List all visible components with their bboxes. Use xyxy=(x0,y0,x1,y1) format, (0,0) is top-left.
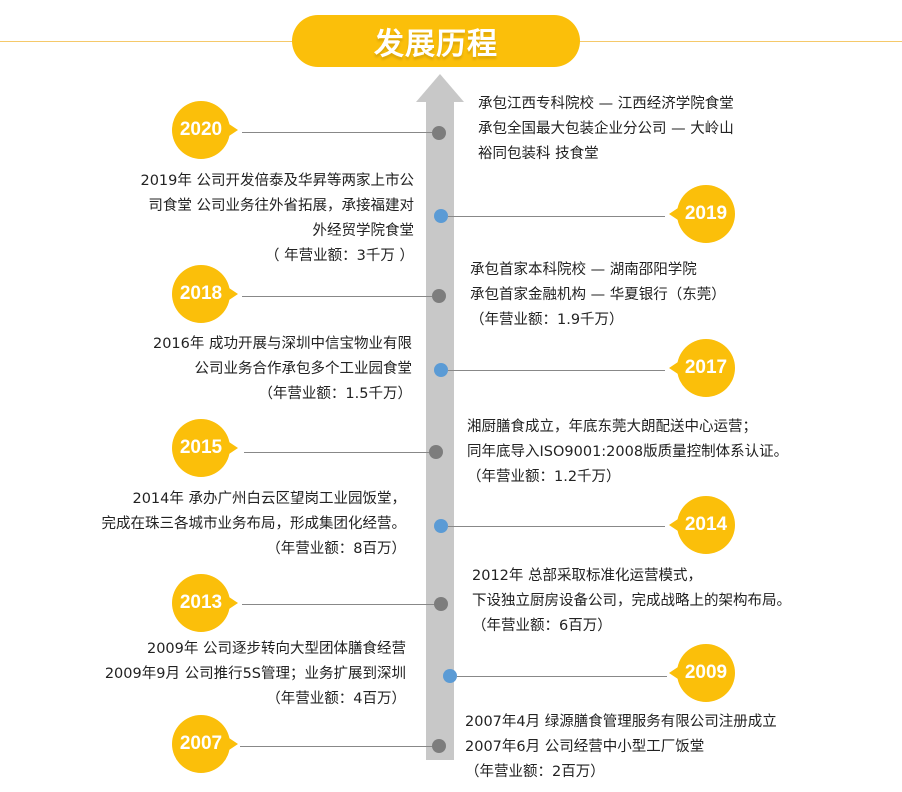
event-line: 司食堂 公司业务往外省拓展，承接福建对 xyxy=(148,198,414,214)
page-title: 发展历程 xyxy=(374,27,498,62)
year-badge-2009: 2009 xyxy=(669,644,735,702)
timeline-dot xyxy=(432,739,446,753)
event-line: （年营业额：1.2千万） xyxy=(467,469,621,485)
event-description-2009: 2009年 公司逐步转向大型团体膳食经营 2009年9月 公司推行5S管理；业务扩… xyxy=(105,637,406,712)
event-line: 2009年9月 公司推行5S管理；业务扩展到深圳 xyxy=(104,666,406,682)
event-description-2018: 承包首家本科院校 — 湖南邵阳学院承包首家金融机构 — 华夏银行（东莞） （年营业… xyxy=(470,258,726,333)
event-line: 2019年 公司开发倍泰及华昇等两家上市公 xyxy=(140,173,414,189)
event-description-2017: 2016年 成功开展与深圳中信宝物业有限公司业务合作承包多个工业园食堂 （年营业额… xyxy=(153,332,412,407)
event-description-2014: 2014年 承办广州白云区望岗工业园饭堂， 完成在珠三各城市业务布局，形成集团化经… xyxy=(102,487,407,562)
event-line: 下设独立厨房设备公司，完成战略上的架构布局。 xyxy=(472,593,791,609)
year-badge-2007: 2007 xyxy=(172,715,238,773)
event-line: （年营业额：6百万） xyxy=(472,618,612,634)
event-line: 承包首家本科院校 — 湖南邵阳学院 xyxy=(470,262,697,278)
year-badge-2020: 2020 xyxy=(172,101,238,159)
connector-line xyxy=(242,132,432,133)
timeline-dot xyxy=(443,669,457,683)
connector-line xyxy=(457,676,667,677)
timeline-dot xyxy=(434,597,448,611)
event-line: （年营业额：1.5千万） xyxy=(258,386,412,402)
event-line: 2016年 成功开展与深圳中信宝物业有限 xyxy=(152,336,412,352)
timeline-dot xyxy=(429,445,443,459)
year-badge-2017: 2017 xyxy=(669,339,735,397)
event-line: 2009年 公司逐步转向大型团体膳食经营 xyxy=(146,641,406,657)
event-line: （年营业额：8百万） xyxy=(266,541,406,557)
connector-line xyxy=(242,604,435,605)
timeline-dot xyxy=(434,209,448,223)
event-line: 承包江西专科院校 — 江西经济学院食堂 xyxy=(478,96,734,112)
connector-line xyxy=(448,216,665,217)
event-line: 完成在珠三各城市业务布局，形成集团化经营。 xyxy=(101,516,407,532)
event-line: 2007年4月 绿源膳食管理服务有限公司注册成立 xyxy=(465,714,777,730)
event-line: （年营业额：1.9千万） xyxy=(470,312,624,328)
year-badge-2014: 2014 xyxy=(669,496,735,554)
timeline-arrow-icon xyxy=(416,74,464,102)
event-line: （年营业额：2百万） xyxy=(465,764,605,780)
event-line: 外经贸学院食堂 xyxy=(312,223,415,239)
year-badge-2018: 2018 xyxy=(172,265,238,323)
event-description-2007: 2007年4月 绿源膳食管理服务有限公司注册成立 2007年6月 公司经营中小型工… xyxy=(465,710,777,785)
event-line: 同年底导入ISO9001:2008版质量控制体系认证。 xyxy=(467,444,789,460)
year-badge-2013: 2013 xyxy=(172,574,238,632)
timeline-dot xyxy=(434,519,448,533)
event-description-2019: 2019年 公司开发倍泰及华昇等两家上市公司食堂 公司业务往外省拓展，承接福建对… xyxy=(140,169,414,269)
connector-line xyxy=(244,452,430,453)
event-description-2013: 2012年 总部采取标准化运营模式， 下设独立厨房设备公司，完成战略上的架构布局。… xyxy=(472,564,791,639)
connector-line xyxy=(240,746,433,747)
event-description-2020: 承包江西专科院校 — 江西经济学院食堂承包全国最大包装企业分公司 — 大岭山裕同… xyxy=(478,92,734,167)
connector-line xyxy=(448,370,665,371)
connector-line xyxy=(242,296,432,297)
event-line: 裕同包装科 技食堂 xyxy=(478,146,599,162)
event-line: 公司业务合作承包多个工业园食堂 xyxy=(194,361,413,377)
event-line: 湘厨膳食成立，年底东莞大朗配送中心运营； xyxy=(467,419,757,435)
event-line: （ 年营业额：3千万 ） xyxy=(265,248,414,264)
event-line: 承包首家金融机构 — 华夏银行（东莞） xyxy=(470,287,726,303)
title-banner: 发展历程 xyxy=(292,15,580,67)
event-line: 承包全国最大包装企业分公司 — 大岭山 xyxy=(478,121,734,137)
timeline-dot xyxy=(434,363,448,377)
event-line: （年营业额：4百万） xyxy=(266,691,406,707)
event-description-2015: 湘厨膳食成立，年底东莞大朗配送中心运营； 同年底导入ISO9001:2008版质量… xyxy=(467,415,788,490)
year-badge-2019: 2019 xyxy=(669,185,735,243)
event-line: 2012年 总部采取标准化运营模式， xyxy=(472,568,703,584)
timeline-axis xyxy=(426,100,454,760)
year-badge-2015: 2015 xyxy=(172,419,238,477)
event-line: 2007年6月 公司经营中小型工厂饭堂 xyxy=(465,739,705,755)
timeline-dot xyxy=(432,289,446,303)
connector-line xyxy=(448,526,665,527)
event-line: 2014年 承办广州白云区望岗工业园饭堂， xyxy=(132,491,406,507)
timeline-dot xyxy=(432,126,446,140)
